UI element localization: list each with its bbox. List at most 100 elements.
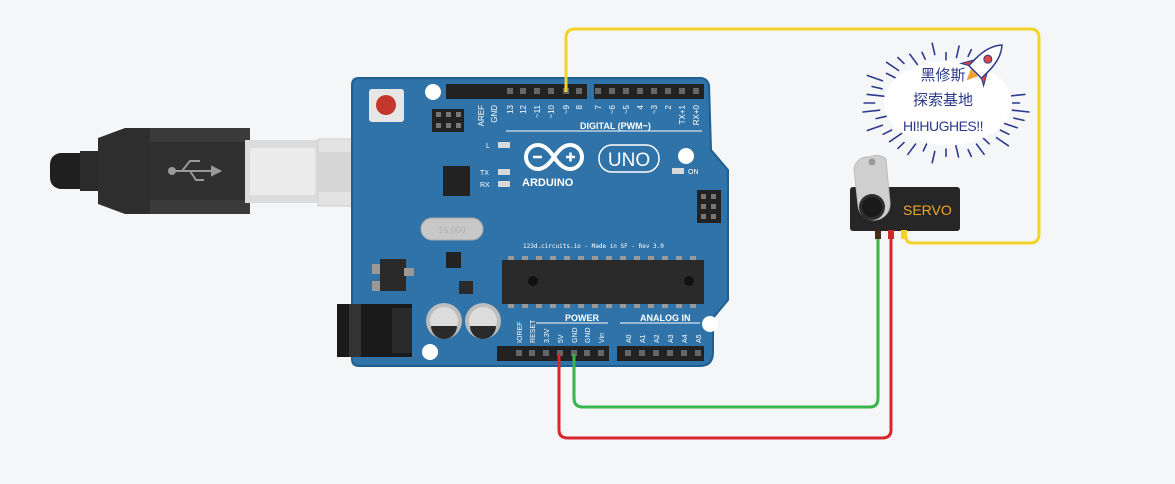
servo-label: SERVO bbox=[903, 202, 952, 218]
burst-line bbox=[922, 143, 928, 152]
led-rx-label: RX bbox=[480, 182, 490, 189]
servo-lead-signal bbox=[901, 230, 907, 239]
power-pin-label: GND bbox=[585, 327, 592, 343]
pin-socket[interactable] bbox=[534, 88, 540, 94]
pin-socket[interactable] bbox=[667, 350, 673, 356]
credit-text: 123d.circuits.io - Made in SF - Rev 3.0 bbox=[523, 243, 664, 250]
wire-power[interactable] bbox=[557, 237, 893, 440]
mounting-hole bbox=[702, 316, 718, 332]
pin-socket[interactable] bbox=[507, 88, 513, 94]
burst-line bbox=[866, 93, 885, 97]
pin-socket[interactable] bbox=[695, 350, 701, 356]
power-pin-label: 5V bbox=[558, 334, 565, 343]
digital-pin-label: ~3 bbox=[650, 104, 659, 114]
pin-socket[interactable] bbox=[639, 350, 645, 356]
servo-motor[interactable]: SERVO bbox=[850, 154, 960, 239]
analog-pin-label: A0 bbox=[626, 334, 633, 343]
burst-line bbox=[866, 74, 884, 82]
pin-socket[interactable] bbox=[595, 88, 601, 94]
pin-socket[interactable] bbox=[584, 350, 590, 356]
pin-socket[interactable] bbox=[637, 88, 643, 94]
icsp-header-right bbox=[697, 190, 721, 223]
chip-pin bbox=[522, 303, 528, 308]
burst-line bbox=[931, 150, 936, 164]
burst-line bbox=[885, 61, 900, 72]
logo-line-3: HI!HUGHES!! bbox=[903, 118, 983, 134]
burst-line bbox=[967, 148, 973, 158]
pin-socket[interactable] bbox=[529, 350, 535, 356]
digital-pin-label: GND bbox=[490, 105, 499, 123]
led-rx bbox=[498, 181, 510, 187]
burst-line bbox=[885, 72, 896, 79]
chip-pin bbox=[606, 256, 612, 261]
pin-socket[interactable] bbox=[609, 88, 615, 94]
pin-socket[interactable] bbox=[520, 88, 526, 94]
power-pin-label: Vin bbox=[599, 333, 606, 343]
digital-pin-label: ~5 bbox=[622, 104, 631, 114]
pin-socket[interactable] bbox=[681, 350, 687, 356]
analog-pin-header[interactable] bbox=[617, 346, 704, 361]
chip-pin bbox=[620, 256, 626, 261]
digital-pin-label: AREF bbox=[477, 105, 486, 126]
pin-socket[interactable] bbox=[665, 88, 671, 94]
pin-socket[interactable] bbox=[653, 350, 659, 356]
pin-socket[interactable] bbox=[679, 88, 685, 94]
logo-line-2: 探索基地 bbox=[913, 91, 973, 109]
analog-pin-label: A4 bbox=[682, 334, 689, 343]
pin-socket[interactable] bbox=[623, 88, 629, 94]
burst-line bbox=[866, 124, 884, 132]
power-label: POWER bbox=[565, 313, 600, 323]
pin-socket[interactable] bbox=[576, 88, 582, 94]
burst-line bbox=[1013, 117, 1025, 122]
pin-socket[interactable] bbox=[625, 350, 631, 356]
servo-lead-power bbox=[888, 230, 894, 239]
digital-pin-header[interactable] bbox=[446, 84, 704, 99]
mounting-hole bbox=[678, 148, 694, 164]
pin-socket[interactable] bbox=[557, 350, 563, 356]
burst-line bbox=[882, 129, 893, 136]
burst-line bbox=[897, 141, 905, 150]
usb-chip bbox=[443, 166, 470, 196]
digital-pin-label: ~9 bbox=[562, 104, 571, 114]
usb-cable[interactable] bbox=[0, 128, 409, 214]
chip-pin bbox=[606, 303, 612, 308]
pin-socket[interactable] bbox=[598, 350, 604, 356]
pin-socket[interactable] bbox=[548, 88, 554, 94]
burst-line bbox=[907, 143, 917, 156]
wire-ground[interactable] bbox=[572, 237, 880, 409]
power-pin-label: IOREF bbox=[517, 322, 524, 343]
mounting-hole bbox=[425, 84, 441, 100]
power-jack[interactable] bbox=[337, 304, 412, 357]
chip-pin bbox=[676, 256, 682, 261]
small-chip bbox=[446, 252, 461, 268]
burst-line bbox=[955, 45, 960, 59]
chip-pin bbox=[508, 256, 514, 261]
chip-pin bbox=[620, 303, 626, 308]
wire-signal[interactable] bbox=[564, 27, 1041, 245]
led-on-label: ON bbox=[688, 169, 699, 176]
pin-socket[interactable] bbox=[693, 88, 699, 94]
digital-pin-label: 7 bbox=[594, 104, 603, 109]
reset-button[interactable] bbox=[369, 89, 404, 122]
burst-line bbox=[888, 132, 903, 143]
burst-line bbox=[1001, 121, 1018, 129]
pin-socket[interactable] bbox=[571, 350, 577, 356]
hihughes-logo: 黑修斯 探索基地 HI!HUGHES!! bbox=[862, 42, 1030, 164]
analog-pin-label: A3 bbox=[668, 334, 675, 343]
chip-pin bbox=[578, 303, 584, 308]
digital-pin-label: ~10 bbox=[547, 104, 556, 118]
pin-socket[interactable] bbox=[543, 350, 549, 356]
servo-lead-ground bbox=[875, 230, 881, 239]
chip-pin bbox=[662, 303, 668, 308]
model-label: UNO bbox=[608, 150, 650, 171]
pin-socket[interactable] bbox=[651, 88, 657, 94]
chip-pin bbox=[564, 303, 570, 308]
voltage-regulator bbox=[372, 259, 414, 291]
power-pin-header[interactable] bbox=[497, 346, 609, 361]
led-tx bbox=[498, 169, 510, 175]
digital-pin-label: 8 bbox=[575, 104, 584, 109]
power-pin-label: GND bbox=[572, 327, 579, 343]
pin-socket[interactable] bbox=[516, 350, 522, 356]
chip-pin bbox=[648, 303, 654, 308]
